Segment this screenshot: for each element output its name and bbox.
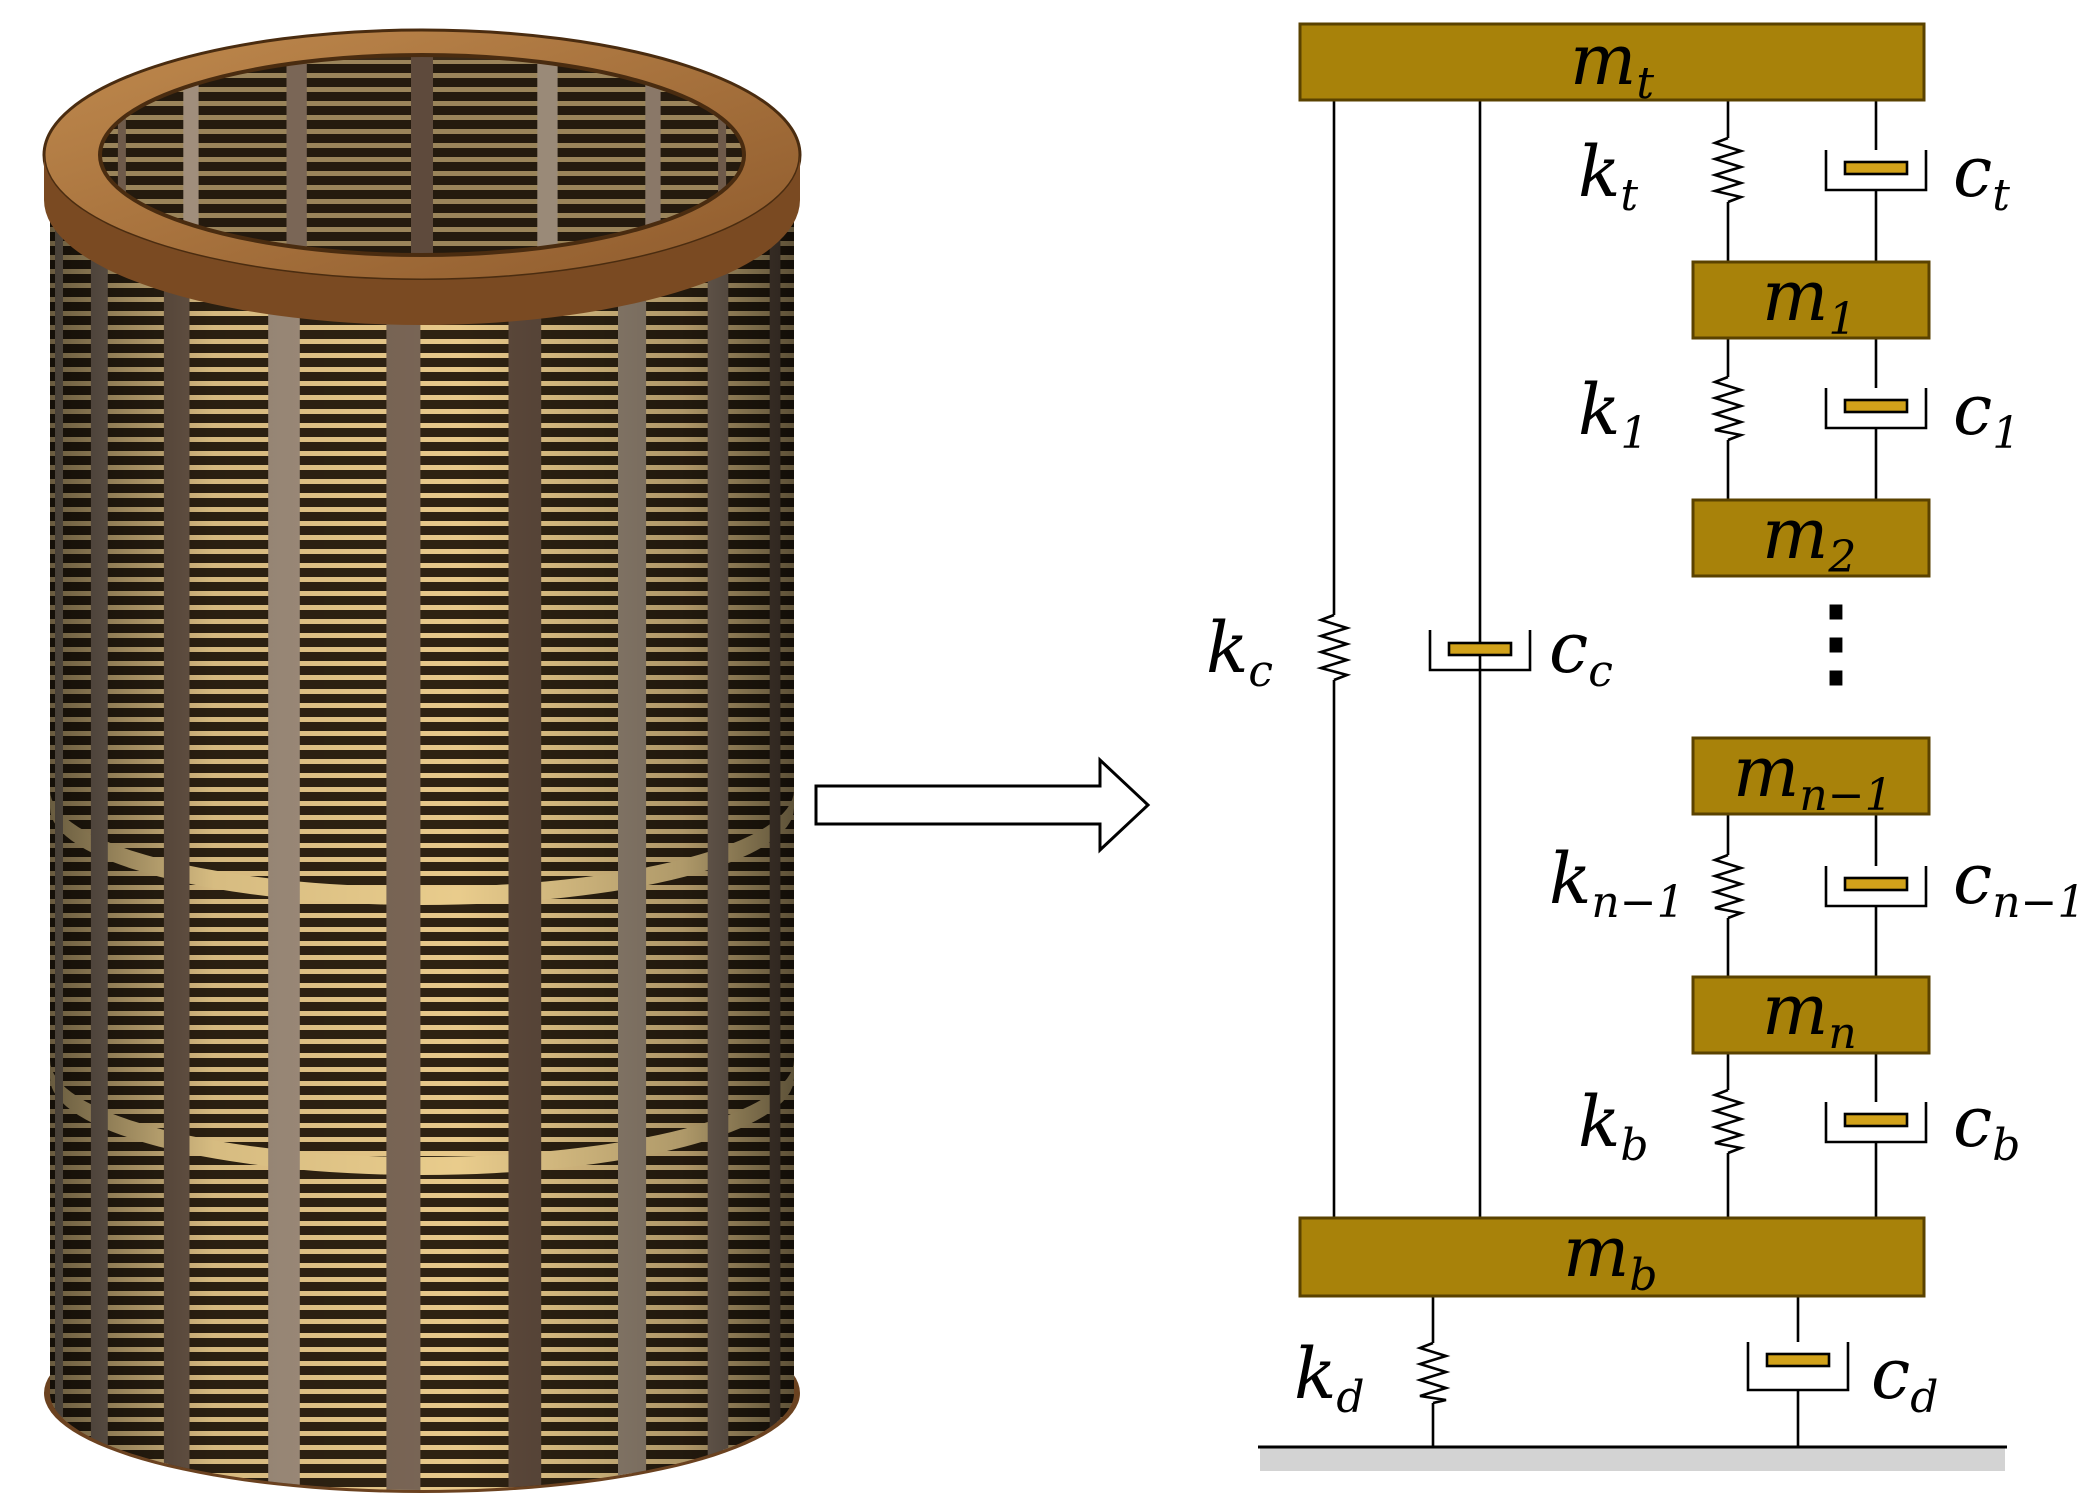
inner-spacer-bar [537,55,558,255]
label-mb: mb [1563,1211,1658,1301]
label-kb: kb [1578,1081,1649,1171]
spring-kb [1710,1088,1746,1155]
spring-kn1 [1710,853,1746,920]
label-k1: k1 [1578,369,1648,459]
label-mt: mt [1570,19,1654,109]
label-cc: cc [1549,607,1613,697]
mass-block-m1 [1691,260,1931,340]
vertical-ellipsis: ⋮ [1788,585,1884,698]
inner-spacer-bar [117,55,126,255]
label-c1: c1 [1953,369,2020,459]
inner-spacer-bar [718,55,727,255]
label-kn1: kn−1 [1549,838,1685,928]
transformer-winding-cylinder [42,28,802,1493]
ground [1258,1445,2007,1471]
label-m1: m1 [1762,255,1856,345]
label-cb: cb [1953,1081,2020,1171]
label-kc: kc [1206,607,1273,697]
connection-lines [1332,100,1878,1447]
mass-block-m2 [1691,498,1931,578]
label-m2: m2 [1762,493,1856,583]
damper-cc [1428,630,1532,672]
lumped-mass-model: mt m1 m2 mn−1 mn mb kt k1 kn−1 kb kc kd … [1206,19,2085,1471]
inner-spacer-bar [286,55,307,255]
spring-kd [1415,1341,1451,1405]
label-ct: ct [1953,131,2010,221]
mass-block-mn [1691,975,1931,1055]
label-kd: kd [1294,1333,1365,1423]
spring-k1 [1710,375,1746,442]
label-cn1: cn−1 [1953,838,2085,928]
inner-spacer-bar [411,55,433,255]
inner-spacer-bar [645,55,661,255]
damper-cd [1746,1342,1850,1392]
damper-cn1 [1824,866,1928,908]
inner-spacer-bar [183,55,199,255]
mass-block-mt [1298,22,1926,102]
spring-kc [1316,613,1352,682]
mass-block-mn1 [1691,736,1931,816]
label-kt: kt [1578,131,1638,221]
damper-cb [1824,1102,1928,1144]
label-mn: mn [1762,969,1857,1059]
damper-c1 [1824,388,1928,430]
label-mn1: mn−1 [1733,731,1893,821]
spring-kt [1709,136,1746,204]
maps-to-arrow [814,756,1151,854]
mass-block-mb [1298,1216,1926,1298]
label-cd: cd [1871,1333,1938,1423]
damper-ct [1824,150,1928,192]
